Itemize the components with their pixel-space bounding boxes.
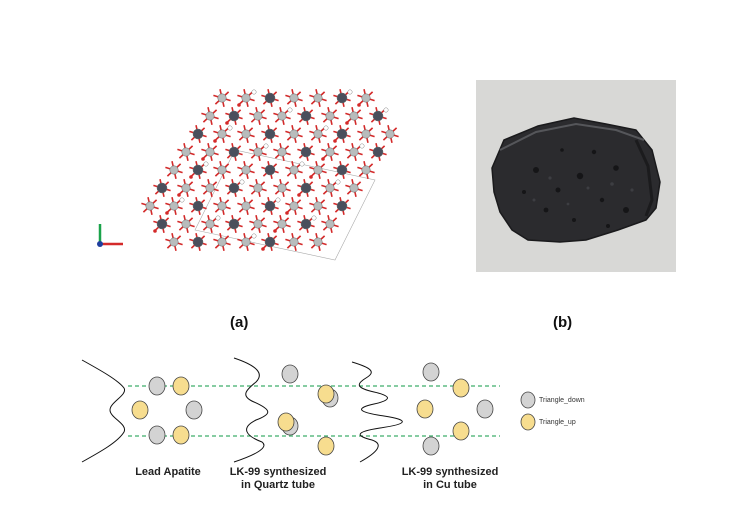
caption-lk99-quartz: LK-99 synthesized in Quartz tube: [208, 466, 348, 492]
caption-lead-apatite: Lead Apatite: [118, 466, 218, 479]
legend-triangle-up-label: Triangle_up: [539, 419, 576, 426]
caption-lk99-cu-line2: in Cu tube: [423, 479, 477, 491]
stacking-schematic: [81, 357, 536, 463]
caption-lead-apatite-text: Lead Apatite: [135, 466, 201, 478]
atoms-lk99-cu: [416, 362, 494, 456]
legend-triangle-down-marker: [520, 391, 536, 409]
crystal-structure-image: [97, 89, 399, 261]
black-rock-sample: [491, 117, 661, 243]
axis-indicator: [97, 224, 123, 247]
curve-lk99-quartz: [233, 357, 269, 463]
panel-b-label: (b): [553, 314, 573, 331]
caption-lk99-cu: LK-99 synthesized in Cu tube: [380, 466, 520, 492]
caption-lk99-cu-line1: LK-99 synthesized: [401, 466, 499, 478]
curve-lead-apatite: [81, 359, 126, 463]
panel-a-label: (a): [230, 314, 249, 331]
sample-photo: [476, 80, 676, 272]
atoms-lk99-quartz: [277, 364, 339, 456]
legend-triangle-down-label: Triangle_down: [539, 397, 585, 404]
atoms-lead-apatite: [131, 376, 203, 445]
curve-lk99-cu: [351, 361, 403, 463]
caption-lk99-quartz-line2: in Quartz tube: [241, 479, 315, 491]
crystal-lattice-icon: [141, 89, 399, 261]
legend-triangle-up-marker: [520, 413, 536, 431]
caption-lk99-quartz-line1: LK-99 synthesized: [229, 466, 327, 478]
